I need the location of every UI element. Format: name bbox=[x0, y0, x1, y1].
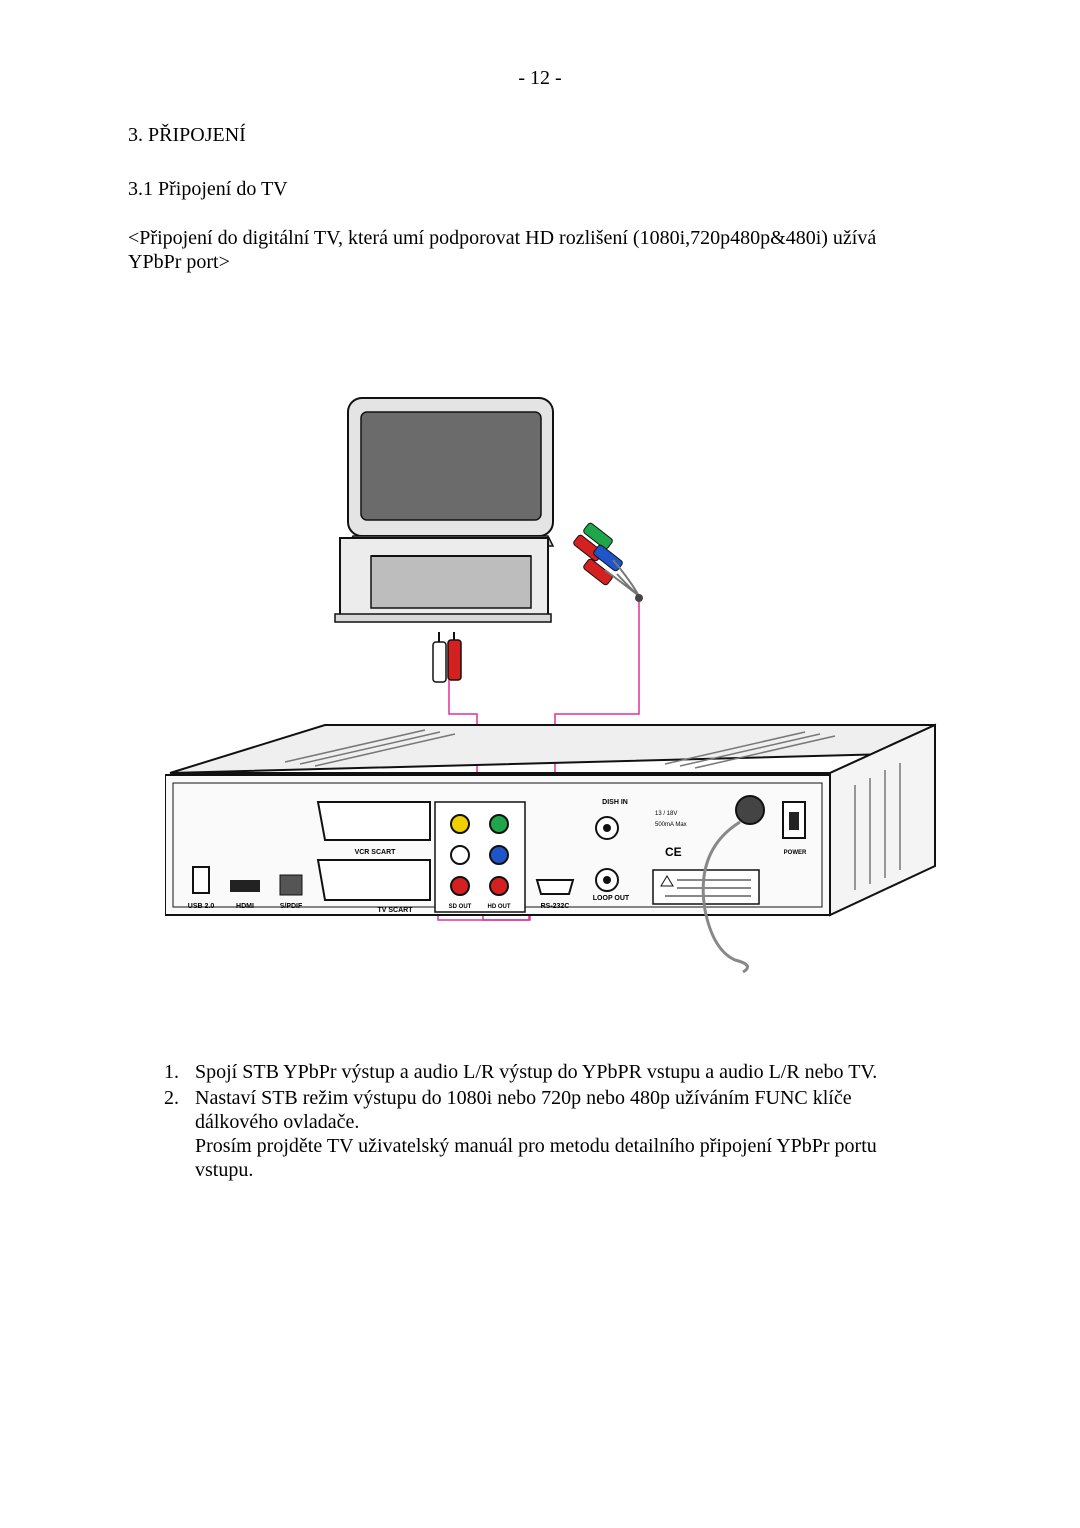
instruction-1: Spojí STB YPbPr výstup a audio L/R výstu… bbox=[195, 1061, 878, 1083]
receiver-illustration: VCR SCART TV SCART USB 2.0 HDMI S/PDIF S… bbox=[165, 723, 937, 917]
spdif-label: S/PDIF bbox=[280, 903, 303, 910]
spec-label-1: 13 / 18V bbox=[655, 811, 677, 817]
audio-cable-plugs bbox=[432, 632, 462, 683]
note-line-1: Prosím projděte TV uživatelský manuál pr… bbox=[195, 1135, 877, 1157]
subsection-heading: 3.1 Připojení do TV bbox=[128, 178, 288, 200]
satellite-cable bbox=[701, 795, 765, 974]
dish-in-label: DISH IN bbox=[602, 799, 628, 806]
instruction-2-line-1: Nastaví STB režim výstupu do 1080i nebo … bbox=[195, 1087, 852, 1109]
rs232-label: RS-232C bbox=[541, 903, 570, 910]
hdmi-label: HDMI bbox=[236, 903, 254, 910]
usb-label: USB 2.0 bbox=[188, 903, 215, 910]
power-label: POWER bbox=[784, 850, 807, 856]
hd-out-label: HD OUT bbox=[488, 904, 511, 910]
sd-out-label: SD OUT bbox=[449, 904, 472, 910]
instruction-2-number: 2. bbox=[164, 1087, 179, 1109]
spec-label-2: 500mA Max bbox=[655, 822, 687, 828]
instruction-1-number: 1. bbox=[164, 1061, 179, 1083]
ce-mark-icon: CE bbox=[665, 845, 682, 859]
instruction-2-line-2: dálkového ovladače. bbox=[195, 1111, 360, 1133]
section-heading: 3. PŘIPOJENÍ bbox=[128, 124, 246, 146]
component-cable-plugs bbox=[573, 522, 643, 602]
connection-diagram: VCR SCART TV SCART USB 2.0 HDMI S/PDIF S… bbox=[165, 397, 937, 974]
loop-out-label: LOOP OUT bbox=[593, 895, 630, 902]
note-line-2: vstupu. bbox=[195, 1159, 254, 1181]
intro-line-2: YPbPr port> bbox=[128, 251, 230, 273]
page-number: - 12 - bbox=[518, 67, 562, 89]
vcr-scart-label: VCR SCART bbox=[355, 849, 397, 856]
tv-illustration bbox=[334, 397, 555, 623]
intro-line-1: <Připojení do digitální TV, která umí po… bbox=[128, 227, 877, 249]
tv-scart-label: TV SCART bbox=[378, 907, 414, 914]
